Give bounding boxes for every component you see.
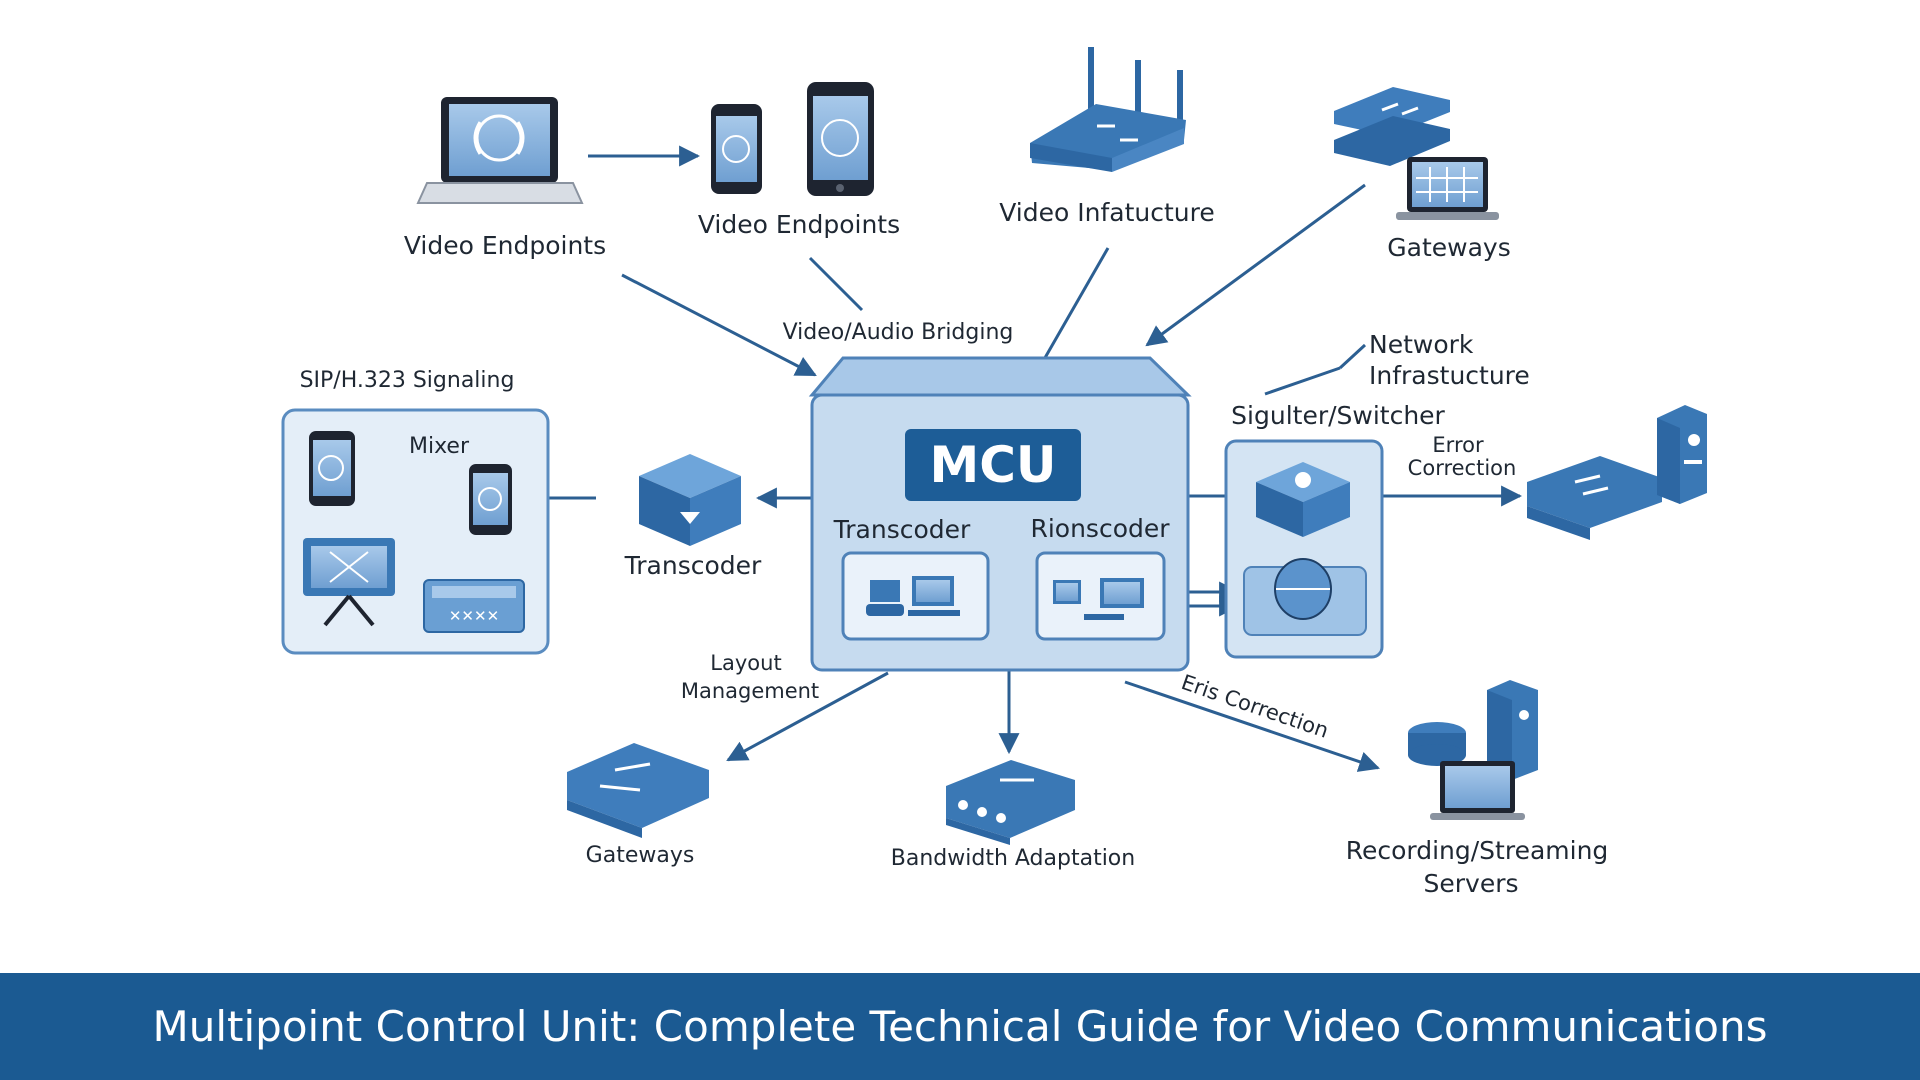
laptop-icon <box>1396 157 1499 220</box>
laptop-icon <box>416 97 584 204</box>
label-correction: Correction <box>1407 456 1517 480</box>
router-icon <box>1030 47 1186 172</box>
network-switch-icon <box>1527 456 1662 540</box>
smartphone-icon <box>309 431 355 506</box>
label-layout: Layout <box>710 651 782 675</box>
label-video-endpoints-laptop: Video Endpoints <box>403 231 607 260</box>
label-transcoder-inner: Transcoder <box>833 515 971 544</box>
footer-banner: Multipoint Control Unit: Complete Techni… <box>0 973 1920 1080</box>
transcoder-module <box>841 551 990 641</box>
recording-server-icon <box>1408 680 1538 820</box>
tower-server-icon <box>1657 405 1707 504</box>
label-rionscoder: Rionscoder <box>1030 514 1170 543</box>
label-error: Error <box>1432 433 1484 457</box>
label-sip-signaling: SIP/H.323 Signaling <box>299 368 515 393</box>
smartphone-icon <box>469 464 512 535</box>
presentation-board-icon <box>303 538 395 627</box>
smartphone-icon <box>807 82 874 196</box>
signaling-box: ✕✕✕✕ <box>281 408 550 655</box>
mcu-title: MCU <box>905 429 1081 501</box>
mixer-console-icon: ✕✕✕✕ <box>423 579 525 633</box>
label-video-audio-bridging: Video/Audio Bridging <box>782 320 1014 345</box>
label-video-infrastructure: Video Infatucture <box>999 198 1215 227</box>
label-signaler-switcher: Sigulter/Switcher <box>1231 401 1445 430</box>
footer-title: Multipoint Control Unit: Complete Techni… <box>152 1002 1768 1051</box>
transcoder-cube-icon <box>639 454 741 546</box>
mcu-architecture-diagram: ✕✕✕✕ <box>281 47 1707 845</box>
switcher-box <box>1224 439 1384 659</box>
label-gateways-bottom: Gateways <box>585 843 695 868</box>
label-gateways-top: Gateways <box>1387 233 1511 262</box>
smartphone-icon <box>711 104 762 194</box>
svg-text:✕✕✕✕: ✕✕✕✕ <box>449 607 499 625</box>
label-management: Management <box>680 679 820 703</box>
bandwidth-device-icon <box>946 760 1075 845</box>
rionscoder-module <box>1035 551 1166 641</box>
label-video-endpoints-phones: Video Endpoints <box>697 210 901 239</box>
label-infrastructure: Infrastucture <box>1369 361 1530 390</box>
label-transcoder-left: Transcoder <box>624 551 762 580</box>
label-servers: Servers <box>1423 869 1519 898</box>
label-bandwidth-adaptation: Bandwidth Adaptation <box>890 846 1136 871</box>
label-recording-streaming: Recording/Streaming <box>1345 836 1609 865</box>
gateway-device-icon <box>567 743 709 838</box>
gateway-server-icon <box>1334 87 1450 166</box>
label-network: Network <box>1369 330 1474 359</box>
label-mixer: Mixer <box>409 434 470 459</box>
